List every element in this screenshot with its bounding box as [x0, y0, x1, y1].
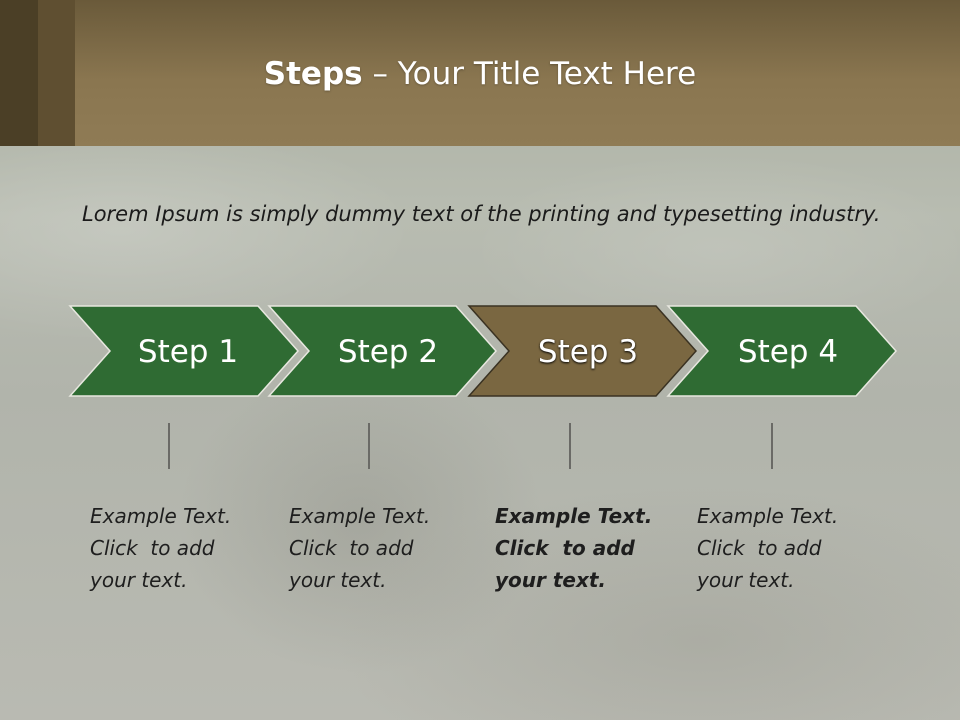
- slide-title[interactable]: Steps – Your Title Text Here: [0, 54, 960, 94]
- step-1-chevron[interactable]: Step 1: [68, 305, 300, 397]
- step-3-connector: [569, 423, 571, 469]
- example-line: Click to add: [495, 536, 635, 560]
- step-3-example-text[interactable]: Example Text. Click to add your text.: [495, 500, 665, 596]
- intro-text[interactable]: Lorem Ipsum is simply dummy text of the …: [82, 202, 881, 226]
- step-2-label: Step 2: [338, 334, 438, 370]
- step-3-chevron[interactable]: Step 3: [467, 305, 698, 397]
- title-rest: – Your Title Text Here: [362, 56, 697, 92]
- example-line: your text.: [697, 568, 795, 592]
- header-bar: Steps – Your Title Text Here: [0, 0, 960, 146]
- example-line: Example Text.: [90, 504, 232, 528]
- example-line: Click to add: [697, 536, 822, 560]
- step-3-label: Step 3: [538, 334, 638, 370]
- step-4-connector: [771, 423, 773, 469]
- step-1-label: Step 1: [138, 334, 238, 370]
- example-line: Click to add: [289, 536, 414, 560]
- title-strong: Steps: [263, 56, 363, 92]
- step-2-example-text[interactable]: Example Text. Click to add your text.: [289, 500, 459, 596]
- step-2-connector: [368, 423, 370, 469]
- example-line: your text.: [495, 568, 607, 592]
- example-line: Click to add: [90, 536, 215, 560]
- step-2-chevron[interactable]: Step 2: [267, 305, 498, 397]
- step-1-connector: [168, 423, 170, 469]
- step-4-example-text[interactable]: Example Text. Click to add your text.: [697, 500, 867, 596]
- example-line: your text.: [289, 568, 387, 592]
- step-4-label: Step 4: [738, 334, 838, 370]
- step-1-example-text[interactable]: Example Text. Click to add your text.: [90, 500, 260, 596]
- step-4-chevron[interactable]: Step 4: [666, 305, 898, 397]
- header-accent-strip-2: [38, 0, 75, 146]
- example-line: Example Text.: [495, 504, 653, 528]
- example-line: your text.: [90, 568, 188, 592]
- example-line: Example Text.: [697, 504, 839, 528]
- example-line: Example Text.: [289, 504, 431, 528]
- header-accent-strip: [0, 0, 38, 146]
